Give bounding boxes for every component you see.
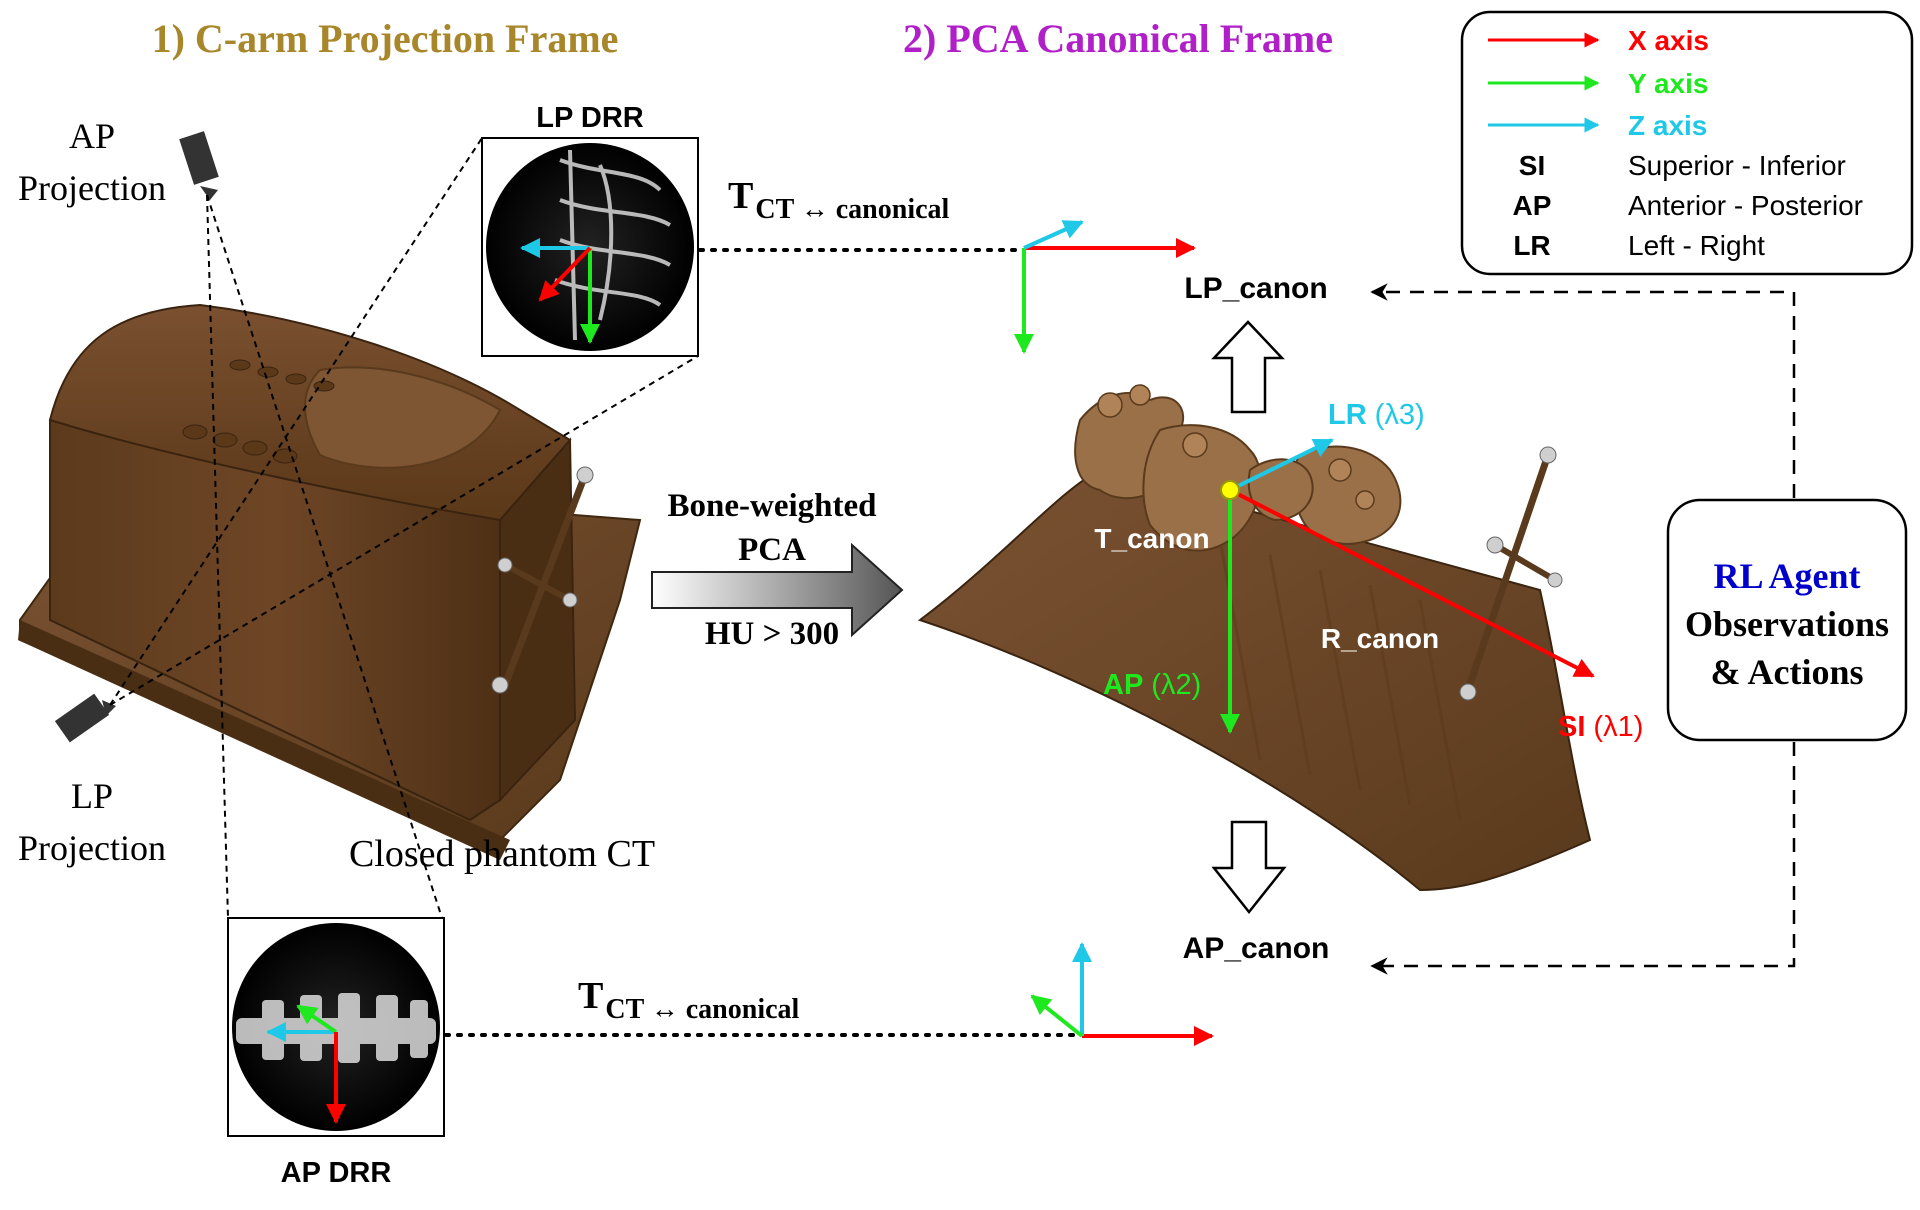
legend-z-label: Z axis xyxy=(1628,110,1707,141)
legend-ap-text: Anterior - Posterior xyxy=(1628,190,1863,221)
legend-box xyxy=(1460,10,1914,276)
lp-transform-label: TCT ↔ canonical xyxy=(728,175,950,225)
legend-x-label: X axis xyxy=(1628,25,1709,56)
feedback-to-ap-canon xyxy=(1370,742,1796,975)
legend-lr-text: Left - Right xyxy=(1628,230,1765,261)
right-panel-title: 2) PCA Canonical Frame xyxy=(903,16,1333,61)
ap-transform-label: TCT ↔ canonical xyxy=(578,975,800,1025)
lr-lambda-label: LR(λ3) xyxy=(1328,399,1425,431)
ap-canon-label: AP_canon xyxy=(1183,932,1330,965)
legend-y-label: Y axis xyxy=(1628,68,1708,99)
legend-si-abbr: SI xyxy=(1519,150,1545,181)
pca-si-axis xyxy=(1229,488,1595,678)
phantom-ct-render xyxy=(18,303,642,860)
phantom-ct-label: Closed phantom CT xyxy=(349,833,655,875)
t-canon-origin-point xyxy=(1220,480,1240,500)
legend-lr-abbr: LR xyxy=(1513,230,1550,261)
canonical-ct-render xyxy=(917,384,1592,892)
ap-lambda-label: AP(λ2) xyxy=(1103,669,1201,701)
pca-label-line2: PCA xyxy=(738,532,806,568)
lp-source-tip xyxy=(102,700,116,716)
lp-canon-z-axis xyxy=(1023,220,1084,250)
ap-drr-label: AP DRR xyxy=(281,1157,392,1189)
legend-ap-abbr: AP xyxy=(1513,190,1552,221)
lp-projection-label-line1: LP xyxy=(71,776,113,816)
left-panel-title: 1) C-arm Projection Frame xyxy=(152,16,619,61)
up-hollow-arrow xyxy=(1211,320,1285,414)
lp-drr-x-axis xyxy=(538,246,592,302)
ap-source-tip xyxy=(200,186,218,200)
rl-agent-title: RL Agent xyxy=(1713,556,1860,596)
si-lambda-label: SI(λ1) xyxy=(1558,711,1643,743)
lp-projection-label-line2: Projection xyxy=(18,828,166,868)
lp-source-camera-icon xyxy=(54,693,110,743)
ap-source-camera-icon xyxy=(179,131,219,185)
ap-drr-y-axis xyxy=(296,1004,338,1034)
ap-canon-y-axis xyxy=(1030,994,1084,1038)
pca-transition-arrow xyxy=(651,542,904,638)
rl-agent-box xyxy=(1666,498,1908,742)
lp-canon-label: LP_canon xyxy=(1184,272,1327,305)
pca-lr-axis xyxy=(1229,438,1334,492)
feedback-to-lp-canon xyxy=(1370,283,1796,498)
ap-projection-label-line2: Projection xyxy=(18,168,166,208)
lp-drr-label: LP DRR xyxy=(536,102,643,134)
projection-rays xyxy=(109,137,699,919)
lp-drr-vertebrae xyxy=(554,149,672,341)
rl-agent-line2: Observations xyxy=(1685,604,1889,644)
pca-label-line3: HU > 300 xyxy=(705,616,839,652)
rl-agent-line3: & Actions xyxy=(1711,652,1864,692)
down-hollow-arrow xyxy=(1211,820,1287,915)
pca-label-line1: Bone-weighted xyxy=(668,488,877,524)
r-canon-label: R_canon xyxy=(1321,623,1439,654)
ap-projection-label-line1: AP xyxy=(69,116,115,156)
t-canon-label: T_canon xyxy=(1094,523,1209,554)
legend-si-text: Superior - Inferior xyxy=(1628,150,1846,181)
